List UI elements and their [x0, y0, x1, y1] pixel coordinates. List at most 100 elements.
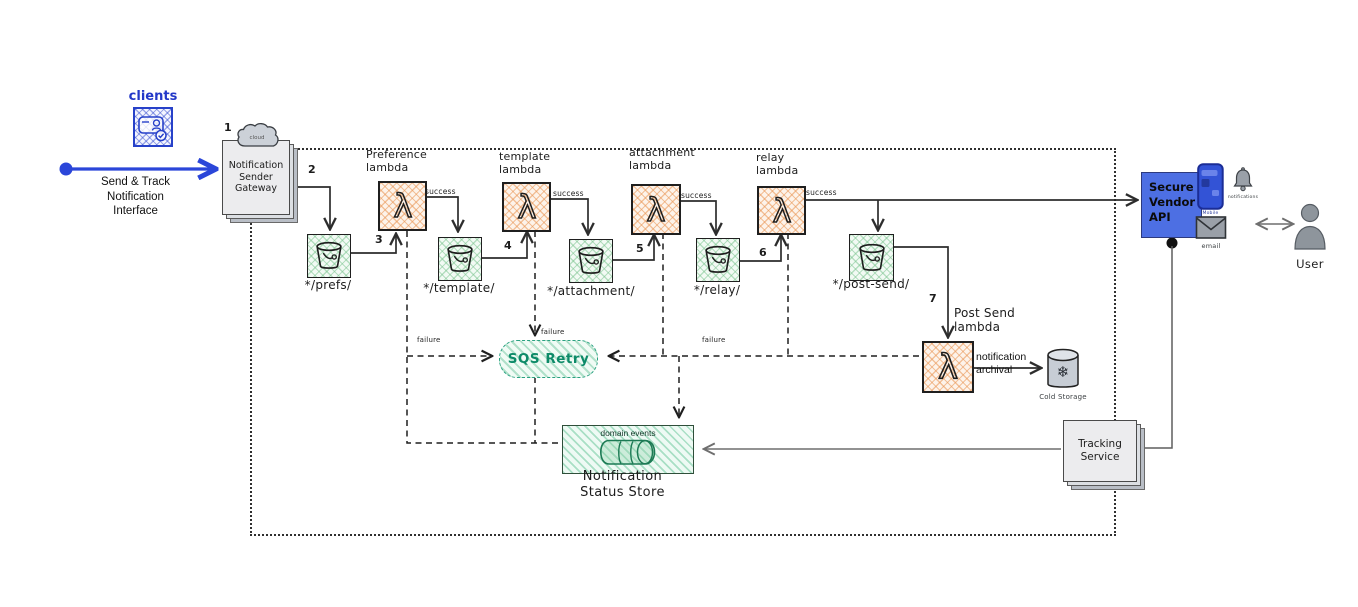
postsend-lambda-node: λ: [922, 341, 974, 393]
interface-caption-line1: Send & Track: [100, 176, 171, 188]
connector-postsend-bucket-to-postsend-lambda: [892, 246, 948, 336]
clients-card-icon: [138, 116, 167, 142]
relay-lambda-label-line2: lambda: [756, 164, 799, 177]
prefs-bucket-node: [307, 234, 351, 278]
notifications-label: notifications: [1227, 195, 1259, 200]
tracking-line2: Service: [1080, 451, 1120, 463]
template-bucket-label: */template/: [423, 281, 495, 295]
tracking-line1: Tracking: [1078, 438, 1122, 450]
cold-storage-label: Cold Storage: [1039, 393, 1087, 401]
connector-template-bucket-to-template-lambda: [481, 233, 527, 259]
solid-connectors: [289, 186, 1136, 368]
relay-bucket-node: [696, 238, 740, 282]
step-1: 1: [224, 121, 232, 134]
gateway-stack-front: Notification Sender Gateway: [222, 140, 290, 215]
secure-vendor-api-node: Secure Vendor API: [1141, 172, 1202, 238]
step-5: 5: [636, 242, 644, 255]
lambda-icon: λ: [646, 190, 666, 230]
status-store-label: Notification Status Store: [545, 469, 700, 501]
failure-label-3: failure: [702, 336, 726, 344]
tracking-service-node: Tracking Service: [1063, 420, 1145, 490]
preference-lambda-label-line1: Preference: [366, 148, 427, 161]
notifications-bell-icon: [1233, 167, 1253, 192]
attachment-lambda-label: attachment lambda: [629, 146, 695, 172]
attachment-lambda-label-line1: attachment: [629, 146, 695, 159]
notification-status-store-node: domain events: [562, 425, 694, 474]
clients-label: clients: [128, 89, 178, 104]
attachment-lambda-label-line2: lambda: [629, 159, 672, 172]
mobile-label: Mobile: [1202, 211, 1219, 216]
notification-sender-gateway: Notification Sender Gateway: [222, 140, 298, 223]
gateway-line1: Notification: [228, 160, 284, 172]
email-label: email: [1201, 242, 1221, 250]
svg-text:λ: λ: [647, 191, 666, 229]
prefs-bucket-label: */prefs/: [304, 278, 352, 292]
gateway-line2: Sender: [239, 171, 273, 183]
failure-label-2: failure: [541, 328, 565, 336]
user-icon: [1294, 203, 1326, 250]
connector-attachment-to-relay-bucket: [679, 200, 716, 233]
step-3: 3: [375, 233, 383, 246]
relay-lambda-label-line1: relay: [756, 151, 785, 164]
postsend-lambda-label: Post Send lambda: [954, 306, 1015, 334]
interface-caption: Send & Track Notification Interface: [58, 175, 213, 219]
archival-label-line1: notification: [976, 351, 1027, 363]
connector-relay-bucket-to-relay-lambda: [738, 236, 781, 262]
svg-text:λ: λ: [517, 188, 536, 226]
connector-gateway-to-prefs: [289, 186, 330, 228]
template-lambda-node: λ: [502, 182, 551, 232]
template-bucket-node: [438, 237, 482, 281]
connector-prefs-to-preference-lambda: [350, 235, 396, 254]
cloud-label: cloud: [250, 135, 265, 141]
attachment-bucket-node: [569, 239, 613, 283]
lambda-icon: λ: [937, 347, 958, 388]
attachment-bucket-label: */attachment/: [547, 284, 635, 298]
relay-lambda-node: λ: [757, 186, 806, 235]
sqs-retry-queue: SQS Retry: [499, 340, 598, 378]
interface-caption-line3: Interface: [113, 205, 158, 217]
postsend-bucket-node: [849, 234, 894, 281]
step-4: 4: [504, 239, 512, 252]
connector-preference-failure-to-store: [406, 231, 560, 444]
template-lambda-label: template lambda: [499, 150, 550, 176]
gateway-line3: Gateway: [235, 183, 277, 195]
preference-lambda-label-line2: lambda: [366, 161, 409, 174]
success-label-3: success: [681, 191, 712, 200]
attachment-lambda-node: λ: [631, 184, 681, 235]
svg-text:λ: λ: [772, 192, 791, 230]
dashed-connectors: [406, 231, 919, 444]
connector-template-to-attachment-bucket: [549, 198, 588, 233]
cloud-icon: cloud: [237, 123, 279, 147]
lambda-icon: λ: [771, 191, 791, 231]
lambda-icon: λ: [516, 187, 536, 227]
bucket-icon: [316, 241, 342, 269]
vendor-line3: API: [1149, 210, 1171, 224]
clients-icon: [133, 107, 173, 147]
status-store-label-line1: Notification: [582, 469, 663, 484]
archival-label-line2: archival: [976, 363, 1013, 376]
client-arrow-origin-dot: [59, 162, 73, 176]
relay-bucket-label: */relay/: [693, 283, 741, 297]
step-6: 6: [759, 246, 767, 259]
vendor-line1: Secure: [1149, 180, 1194, 194]
bucket-icon: [447, 244, 473, 272]
email-icon: [1195, 216, 1227, 239]
success-label-1: success: [425, 187, 456, 196]
interface-caption-line2: Notification: [107, 190, 164, 203]
connector-attachment-bucket-to-attachment-lambda: [612, 236, 654, 261]
svg-text:λ: λ: [938, 348, 958, 387]
preference-lambda-node: λ: [378, 181, 427, 231]
tracking-stack-front: Tracking Service: [1063, 420, 1137, 482]
mobile-icon: [1197, 163, 1224, 210]
step-7: 7: [929, 292, 937, 305]
status-store-label-line2: Status Store: [580, 485, 665, 500]
user-label: User: [1296, 257, 1324, 271]
vendor-junction-dot: [1166, 237, 1178, 249]
postsend-lambda-label-line2: lambda: [954, 320, 1001, 334]
bucket-icon: [705, 245, 731, 273]
cold-storage-icon: ❄: [1047, 348, 1079, 388]
connector-preference-to-template-bucket: [424, 196, 458, 230]
bucket-icon: [858, 243, 885, 271]
